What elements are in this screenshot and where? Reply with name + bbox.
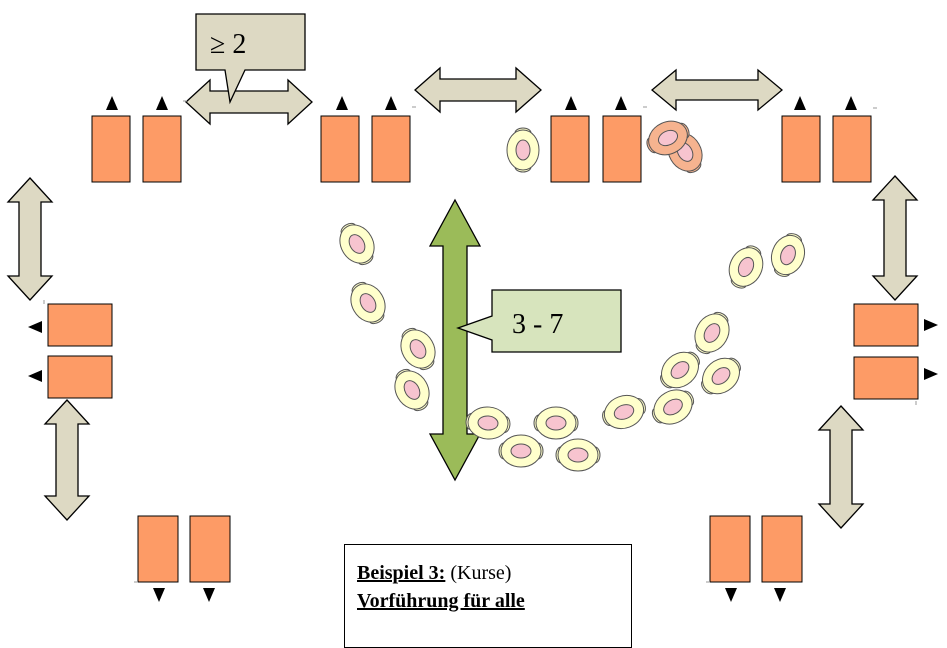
stations-bottom-right [709, 515, 803, 583]
corner-ticks [43, 100, 917, 583]
person-figure [555, 438, 601, 472]
station-bottom-left-a [137, 515, 179, 583]
station-top-3a [550, 115, 590, 183]
stations-right [853, 303, 919, 400]
caption-subtitle-line: Vorführung für alle [357, 587, 631, 615]
caption-heading-line: Beispiel 3: (Kurse) [357, 559, 631, 587]
caption-box: Beispiel 3: (Kurse) Vorführung für alle [344, 544, 632, 648]
person-figure [597, 388, 651, 436]
stations-bottom-left [137, 515, 231, 583]
range-callout: 3 - 7 [456, 289, 622, 353]
person-figure [392, 321, 444, 377]
right-arrow-marker [924, 368, 938, 380]
range-label: 3 - 7 [512, 309, 563, 340]
callout-shape [195, 13, 306, 105]
person-figure [652, 343, 708, 397]
down-arrow-marker [774, 588, 786, 602]
station-left-b [47, 355, 113, 399]
station-bottom-right-b [761, 515, 803, 583]
station-top-3b [602, 115, 642, 183]
station-top-1b [142, 115, 182, 183]
person-figure [342, 275, 394, 331]
station-arrows-bottom-left [153, 588, 215, 602]
station-top-4b [832, 115, 872, 183]
spacing-callout: ≥ 2 [195, 13, 306, 105]
person-figure [331, 216, 383, 272]
double-arrow-vertical [43, 399, 91, 521]
person-figure [386, 362, 438, 418]
person-figure [721, 239, 771, 295]
left-arrow-marker [28, 321, 42, 333]
up-arrow-marker [565, 96, 577, 110]
station-left-a [47, 303, 113, 347]
stations-top [91, 115, 872, 183]
down-arrow-marker [725, 588, 737, 602]
double-arrow-horizontal [414, 66, 542, 114]
up-arrow-marker [156, 96, 168, 110]
up-arrow-marker [845, 96, 857, 110]
caption-heading-note: (Kurse) [450, 562, 512, 584]
spacing-arrows [6, 66, 919, 529]
person-figure [693, 349, 749, 403]
right-arrow-marker [924, 319, 938, 331]
station-top-2a [320, 115, 360, 183]
double-arrow-vertical [817, 405, 865, 529]
caption-heading: Beispiel 3: [357, 562, 446, 584]
double-arrow-horizontal [650, 68, 784, 112]
station-right-a [853, 303, 919, 347]
station-arrows-right [924, 319, 938, 380]
up-arrow-marker [615, 96, 627, 110]
station-bottom-left-b [189, 515, 231, 583]
double-arrow-vertical [871, 175, 919, 301]
station-arrows-left [28, 321, 42, 382]
up-arrow-marker [794, 96, 806, 110]
station-right-b [853, 356, 919, 400]
person-figure [533, 406, 579, 440]
person-figure [645, 381, 701, 433]
up-arrow-marker [106, 96, 118, 110]
up-arrow-marker [336, 96, 348, 110]
station-top-4a [781, 115, 821, 183]
double-arrow-horizontal [185, 78, 313, 126]
down-arrow-marker [203, 588, 215, 602]
station-arrows-bottom-right [725, 588, 786, 602]
station-top-2b [371, 115, 411, 183]
station-bottom-right-a [709, 515, 751, 583]
person-figure [506, 127, 540, 173]
spacing-label: ≥ 2 [210, 29, 246, 60]
up-arrow-marker [385, 96, 397, 110]
person-figure [764, 228, 812, 282]
down-arrow-marker [153, 588, 165, 602]
callout-shape [456, 289, 622, 353]
person-figure [498, 434, 544, 468]
range-arrow [428, 198, 482, 482]
caption-subtitle: Vorführung für alle [357, 590, 525, 612]
left-arrow-marker [28, 370, 42, 382]
double-arrow-vertical [6, 177, 54, 301]
stations-left [47, 303, 113, 399]
person-figure [686, 305, 738, 361]
station-top-1a [91, 115, 131, 183]
station-arrows-top [106, 96, 857, 110]
